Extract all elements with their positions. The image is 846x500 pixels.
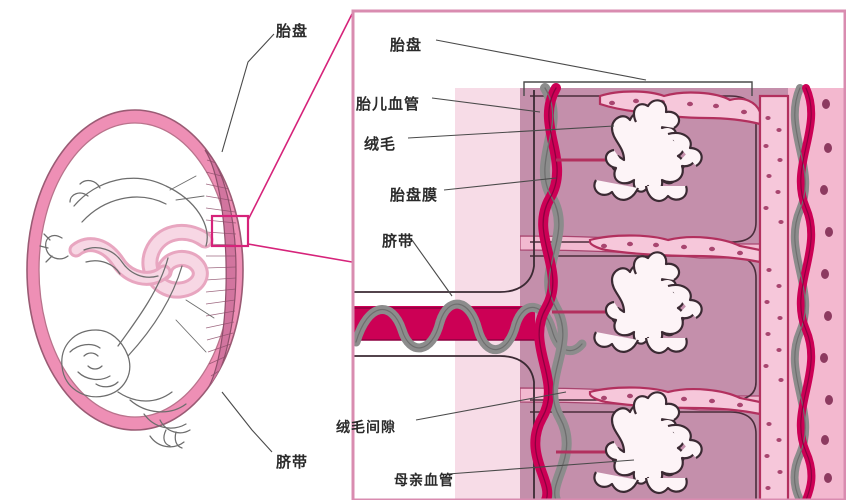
label-intervillous-space: 绒毛间隙 <box>336 420 396 436</box>
label-placenta-left: 胎盘 <box>276 22 309 40</box>
label-villus: 绒毛 <box>364 135 397 153</box>
label-fetal-blood-vessel: 胎儿血管 <box>356 95 421 113</box>
fetus-figure <box>39 175 215 449</box>
decidual-nuclei <box>820 99 833 483</box>
label-umbilical-cord-left: 脐带 <box>276 453 309 471</box>
label-placenta: 胎盘 <box>390 36 423 54</box>
villus-cluster <box>593 391 703 495</box>
leader-villus <box>407 125 615 139</box>
panel-border <box>351 9 846 500</box>
placenta-extent-bracket <box>523 81 753 96</box>
umbilical-cord-shape <box>68 223 214 299</box>
villus-cluster <box>593 99 703 203</box>
umbilical-cord-vessels <box>353 90 587 500</box>
right-leader-lines <box>407 39 647 475</box>
leader-umbilical-cord <box>411 239 453 297</box>
leader-placental-membrane <box>443 177 557 191</box>
leader-umbilical-left <box>221 391 273 453</box>
leader-fetal-vessel <box>431 97 541 113</box>
magnification-connector-lines <box>247 13 353 263</box>
left-leader-lines <box>221 33 275 453</box>
chorionic-villi <box>593 99 703 495</box>
magnification-callout-box <box>210 214 250 248</box>
leader-placenta <box>435 39 647 81</box>
fetal-blood-vessels <box>530 83 572 500</box>
leader-intervillous-space <box>415 391 567 421</box>
leader-maternal-vessel <box>447 459 635 475</box>
maternal-blood-vessels <box>790 84 816 500</box>
trophoblast-nuclei <box>763 116 784 490</box>
leader-placenta-left <box>221 33 275 153</box>
villus-cluster <box>593 251 703 355</box>
label-maternal-blood-vessel: 母亲血管 <box>394 473 454 489</box>
label-umbilical-cord: 脐带 <box>382 232 415 250</box>
label-placental-membrane: 胎盘膜 <box>390 186 439 204</box>
syncytiotrophoblast-cells <box>588 90 790 500</box>
